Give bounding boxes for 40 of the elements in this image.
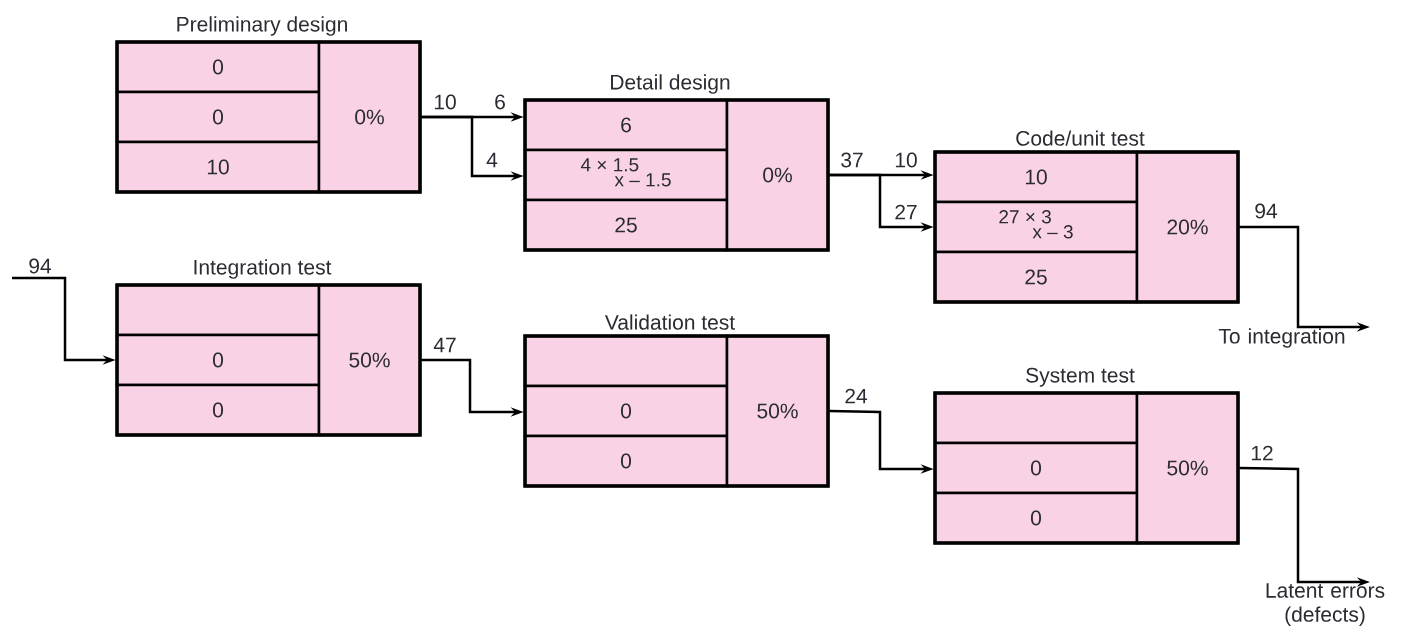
flow-label: 37 <box>839 151 865 169</box>
flow-label: 10 <box>432 93 458 111</box>
table-cell: 0 <box>115 40 321 94</box>
table-cell: 0 <box>933 441 1139 495</box>
edge-label: 94 <box>1253 202 1279 220</box>
table-cell: 50% <box>317 283 422 437</box>
edge-label: 12 <box>1249 444 1275 462</box>
stage-title: Detail design <box>611 74 730 94</box>
edge-label: 4 <box>485 151 499 169</box>
stage-title: Validation test <box>604 314 735 330</box>
stage-title: Code/unit test <box>1016 130 1145 146</box>
stage-title: Preliminary design <box>177 16 347 36</box>
edge-label: 47 <box>432 336 458 354</box>
table-cell: 20% <box>1135 150 1240 304</box>
table-cell: 50% <box>725 334 830 488</box>
table-cell: 0 <box>523 384 729 438</box>
table-cell: 6 <box>523 98 729 152</box>
table-cell: 25 <box>933 250 1139 304</box>
table-cell: 0 <box>115 383 321 437</box>
table-cell: 27 × 3 x – 3 <box>933 200 1139 254</box>
edge-label: 94 <box>27 257 53 275</box>
table-cell: 10 <box>115 140 321 194</box>
edge-label: 27 <box>893 203 919 221</box>
table-cell: 0 <box>523 434 729 488</box>
stage-title: System test <box>1026 367 1135 387</box>
table-cell: 4 × 1.5 x – 1.5 <box>523 148 729 202</box>
edge-label: 10 <box>893 151 919 169</box>
table-cell: 25 <box>523 198 729 252</box>
edge-label: 6 <box>493 93 507 111</box>
table-cell: 10 <box>933 150 1139 204</box>
table-cell: 0 <box>115 90 321 144</box>
table-cell: 0% <box>725 98 830 252</box>
output-label: To integration <box>1218 328 1345 348</box>
table-cell: 0 <box>933 491 1139 545</box>
table-cell: 0% <box>317 40 422 194</box>
output-label: Latent errors (defects) <box>1266 583 1385 626</box>
edge-label: 24 <box>843 387 869 405</box>
table-cell: 0 <box>115 333 321 387</box>
table-cell: 50% <box>1135 391 1240 545</box>
stage-title: Integration test <box>194 259 332 279</box>
